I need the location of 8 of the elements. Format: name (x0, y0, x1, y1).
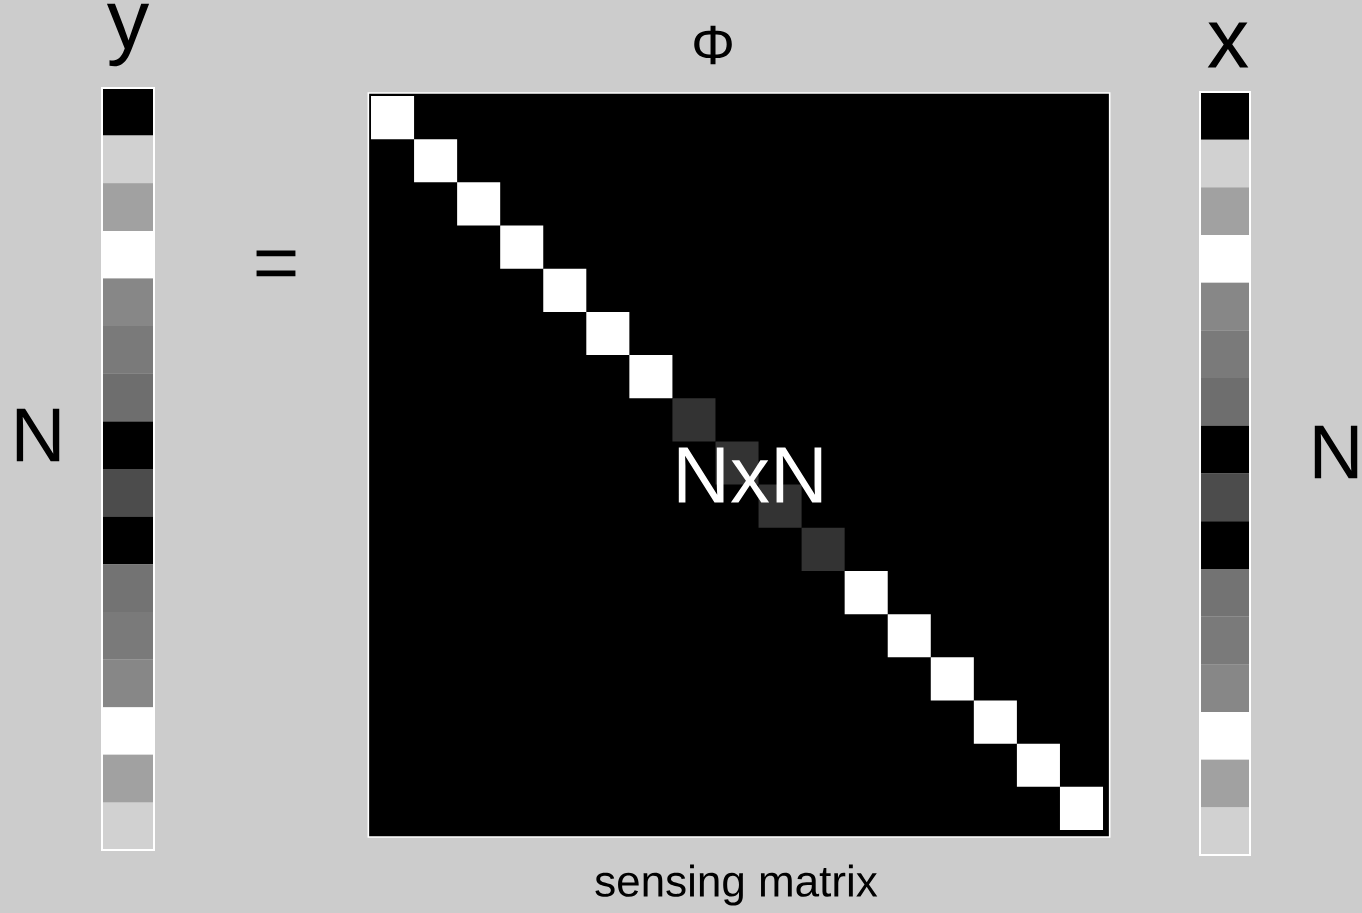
vector-label: Φ (694, 25, 732, 65)
equals-sign: = (256, 250, 296, 277)
matrix-label: sensing matrix (595, 864, 878, 906)
dimension-label: N (1314, 425, 1358, 479)
vector-label: x (1207, 22, 1249, 68)
dimension-label: N (16, 408, 60, 462)
vector-label: y (106, 3, 150, 67)
matrix-size-label: NxN (678, 447, 822, 503)
